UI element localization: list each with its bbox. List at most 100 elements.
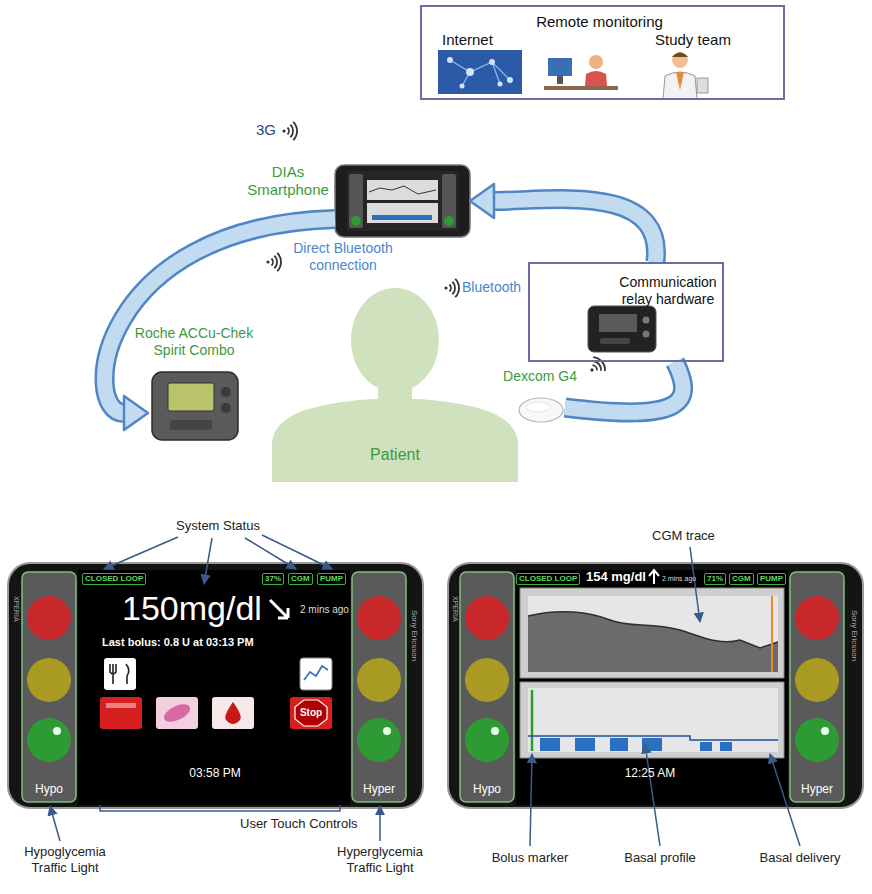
flow-arrow-outline	[494, 199, 656, 262]
callout-leaders	[530, 754, 532, 846]
callout-label: Bolus marker	[485, 850, 575, 866]
status-tag: 37%	[262, 573, 284, 585]
text-slot: Study team	[655, 31, 731, 49]
internet-picture	[460, 84, 465, 89]
phone-screenshot-left	[161, 701, 192, 726]
phone-screenshot-left	[357, 718, 401, 762]
phone-screenshot-right	[531, 690, 534, 751]
smartphone-picture	[351, 216, 361, 226]
phone-screenshot-left	[27, 658, 71, 702]
phone-screenshot-left	[352, 572, 406, 802]
internet-picture	[447, 57, 453, 63]
person-at-desk-picture	[557, 76, 563, 84]
text-slot: CLOSED LOOP	[516, 573, 580, 585]
insulin-pump-picture	[168, 383, 214, 411]
internet-picture	[498, 82, 503, 87]
phone-screenshot-left	[270, 600, 288, 618]
cgm-sensor-picture	[526, 402, 550, 412]
patient-outline	[351, 288, 439, 392]
phone-screenshot-right	[528, 736, 778, 740]
text-slot: 2 mins ago	[300, 604, 349, 616]
text-slot: Stop	[290, 707, 332, 719]
phone-screenshot-right	[491, 727, 499, 735]
text-slot: Dexcom G4	[490, 368, 590, 385]
screen-clock: 03:58 PM	[175, 766, 255, 780]
status-tag: CLOSED LOOP	[516, 573, 580, 585]
phone-screenshot-left	[27, 718, 71, 762]
phone-screenshot-right	[790, 572, 844, 802]
phone-screenshot-right	[460, 572, 514, 802]
traffic-light-label: Hyper	[352, 782, 406, 796]
illustration	[266, 253, 281, 271]
phone-screenshot-left	[300, 658, 332, 690]
text-slot: Hypoglycemia Traffic Light	[10, 844, 120, 875]
text-slot: 2 mins ago	[662, 575, 696, 583]
callout-leaders	[104, 537, 178, 569]
text-slot: Hyper	[790, 782, 844, 796]
callout-leaders	[379, 806, 381, 841]
cgm-sensor-picture	[519, 398, 563, 422]
phone-screenshot-right	[649, 570, 659, 584]
callout-label: Basal delivery	[748, 850, 852, 866]
patient-label: Patient	[355, 445, 435, 464]
phone-screenshot-left	[27, 596, 71, 640]
phone-screenshot-right	[795, 596, 839, 640]
flow-arrow	[470, 184, 656, 262]
internet-picture	[507, 77, 513, 83]
phone-screenshot-right	[720, 742, 732, 751]
text-slot: 154 mg/dl	[586, 569, 646, 585]
cgm-sensor: Dexcom G4	[515, 390, 565, 425]
patient-silhouette: Patient	[272, 285, 518, 482]
cgm-sensor-picture	[519, 398, 563, 422]
internet-picture	[450, 60, 510, 86]
doctor-picture	[676, 72, 684, 90]
text-slot: Patient	[355, 445, 435, 464]
internet-picture	[489, 59, 495, 65]
text-slot: Hyper	[352, 782, 406, 796]
status-tag: 71%	[704, 573, 726, 585]
callout-label: CGM trace	[652, 528, 715, 544]
phone-screenshot-right	[795, 718, 839, 762]
screen-clock: 12:25 AM	[610, 766, 690, 780]
image-caption: Study team	[655, 31, 731, 49]
doctor-picture	[663, 72, 697, 99]
smartphone-picture	[442, 174, 456, 228]
text-slot: PUMP	[757, 573, 786, 585]
device-label: Dexcom G4	[490, 368, 590, 385]
text-slot: Direct Bluetooth connection	[282, 240, 404, 274]
phone-screenshot-right	[771, 596, 773, 672]
phone-screenshot-left	[383, 727, 391, 735]
phone-screenshot-left	[156, 697, 198, 729]
doctor-picture	[663, 52, 708, 99]
relay-hardware-box: Communication relay hardware	[528, 262, 724, 362]
screen-text: 2 mins ago	[662, 575, 696, 583]
text-slot: Remote monitoring	[527, 13, 672, 31]
callout-leaders	[690, 547, 700, 622]
flow-arrow	[565, 362, 683, 412]
relay-device-picture	[643, 317, 650, 324]
person-at-desk-picture	[548, 58, 572, 76]
flow-arrow-outline	[565, 362, 683, 412]
text-slot: CGM	[729, 573, 754, 585]
insulin-pump-picture	[221, 387, 231, 397]
text-slot: System Status	[168, 518, 268, 534]
text-slot: Basal profile	[615, 850, 705, 866]
patient-outline	[272, 399, 518, 482]
arrow-head	[124, 396, 148, 430]
traffic-light-label: Hypo	[460, 782, 514, 796]
phone-screenshot-left	[104, 658, 136, 690]
phone-screenshot-right	[528, 688, 778, 752]
callout-leaders	[262, 535, 332, 569]
smartphone-picture	[444, 216, 454, 226]
phone-screenshot-left	[290, 697, 332, 729]
doctor-picture	[672, 52, 688, 68]
traffic-light-label: Hypo	[22, 782, 76, 796]
smartphone-picture	[372, 215, 432, 220]
status-tag: CGM	[288, 573, 313, 585]
person-at-desk-picture	[544, 55, 618, 90]
phone-screenshot-left	[225, 702, 240, 724]
traffic-light-label: Hyper	[790, 782, 844, 796]
phone-screenshot-right	[575, 738, 595, 751]
phone-screenshot-right	[528, 612, 778, 672]
text-slot: Bluetooth	[462, 279, 521, 296]
